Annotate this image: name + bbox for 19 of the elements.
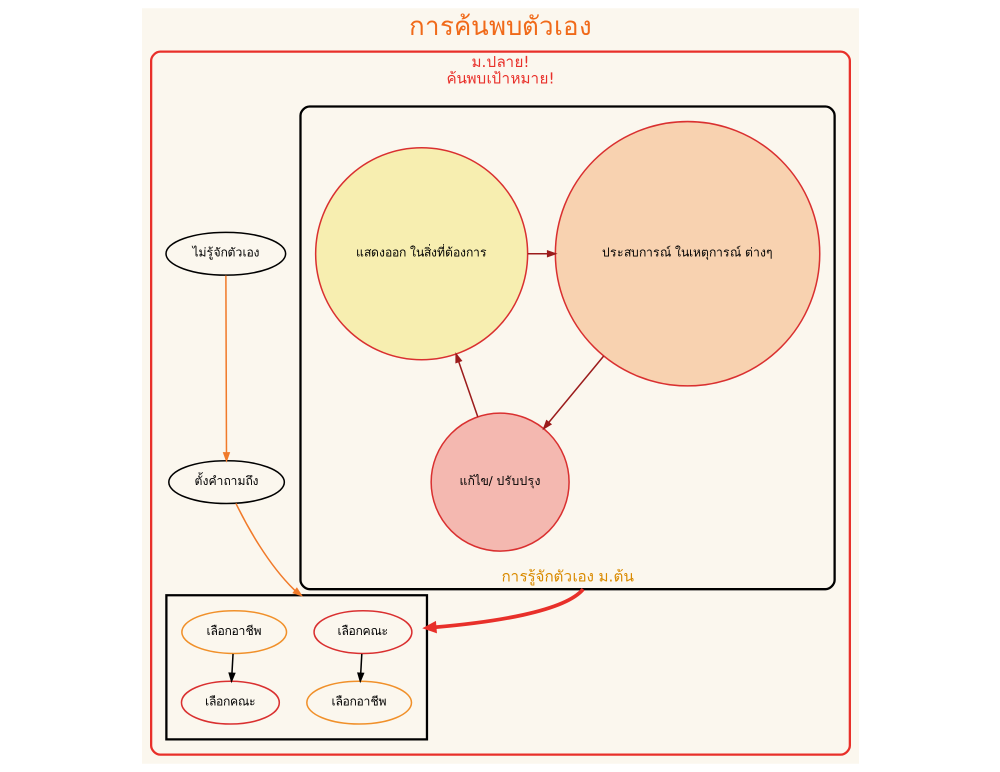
arrow <box>454 352 478 417</box>
arrow <box>542 356 604 430</box>
arrow <box>527 250 558 258</box>
arrow <box>222 275 230 463</box>
arrow <box>234 503 303 597</box>
cluster <box>164 594 428 741</box>
node-ellipse: ตั้งคำถามถึง <box>168 460 285 504</box>
arrow <box>228 654 236 684</box>
node-ellipse: เลือกคณะ <box>180 680 280 725</box>
arrow <box>356 654 364 684</box>
diagram-title: การค้นพบตัวเอง <box>408 12 592 42</box>
node-ellipse: เลือกอาชีพ <box>180 610 287 654</box>
arrow <box>422 588 584 634</box>
node-ellipse: เลือกคณะ <box>312 610 412 654</box>
node-ellipse: เลือกอาชีพ <box>306 680 412 725</box>
node-circle: แสดงออก ในสิ่งที่ต้องการ <box>314 146 528 360</box>
node-ellipse: ไม่รู้จักตัวเอง <box>164 232 286 276</box>
node-circle: แก้ไข/ ปรับปรุง <box>430 412 570 552</box>
node-circle: ประสบการณ์ ในเหตุการณ์ ต่างๆ <box>554 120 820 387</box>
